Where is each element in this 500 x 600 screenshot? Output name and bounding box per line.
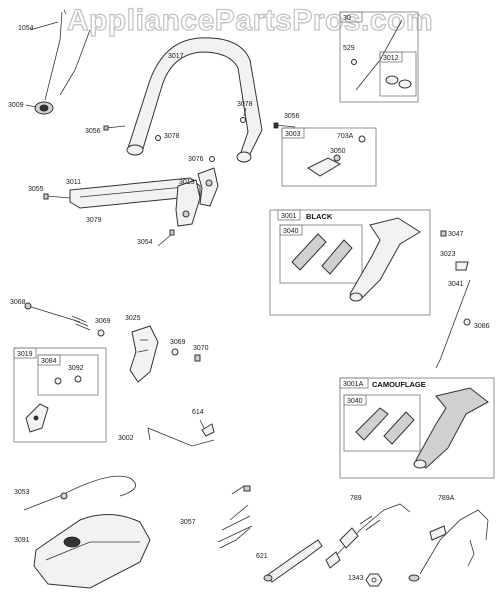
lower-handle-3011[interactable] bbox=[69, 167, 219, 227]
kit-name-camouflage: CAMOUFLAGE bbox=[372, 380, 426, 389]
part-label-3076[interactable]: 3076 bbox=[188, 156, 204, 163]
part-label-3070[interactable]: 3070 bbox=[193, 345, 209, 352]
part-label-3017[interactable]: 3017 bbox=[168, 53, 184, 60]
part-label-703A[interactable]: 703A bbox=[337, 133, 354, 140]
grips-3040-black[interactable] bbox=[291, 233, 353, 275]
part-label-3013[interactable]: 3013 bbox=[179, 179, 195, 186]
part-label-3011[interactable]: 3011 bbox=[66, 179, 81, 186]
wire-harness-789A[interactable] bbox=[408, 509, 489, 582]
part-label-3069-lower[interactable]: 3069 bbox=[170, 339, 186, 346]
cable-3053[interactable] bbox=[23, 475, 137, 511]
part-label-3003[interactable]: 3003 bbox=[285, 131, 301, 138]
part-label-3056-left[interactable]: 3056 bbox=[85, 128, 101, 135]
kit-box-3019 bbox=[13, 347, 107, 443]
part-label-3078-left[interactable]: 3078 bbox=[164, 133, 180, 140]
part-label-789A[interactable]: 789A bbox=[438, 495, 455, 502]
kit-box-3003 bbox=[281, 127, 377, 187]
spring-3057[interactable] bbox=[217, 485, 253, 549]
part-label-3019[interactable]: 3019 bbox=[17, 351, 33, 358]
wire-harness-789[interactable] bbox=[325, 503, 411, 569]
part-label-3053[interactable]: 3053 bbox=[14, 489, 30, 496]
part-label-1343[interactable]: 1343 bbox=[348, 575, 364, 582]
bracket-3025[interactable] bbox=[129, 325, 159, 383]
part-label-3047[interactable]: 3047 bbox=[448, 231, 464, 238]
part-label-3055[interactable]: 3055 bbox=[28, 186, 44, 193]
part-label-3091[interactable]: 3091 bbox=[14, 537, 30, 544]
grip-set-3012[interactable] bbox=[385, 75, 412, 89]
part-label-3056-right[interactable]: 3056 bbox=[284, 113, 300, 120]
rod-3041[interactable] bbox=[435, 279, 471, 369]
part-label-3092[interactable]: 3092 bbox=[68, 365, 84, 372]
part-label-3040-camouflage[interactable]: 3040 bbox=[347, 398, 363, 405]
part-label-30xx[interactable]: 30 bbox=[343, 15, 351, 22]
kit-box-3001-black bbox=[269, 209, 431, 316]
part-label-3050[interactable]: 3050 bbox=[330, 148, 346, 155]
part-label-3012[interactable]: 3012 bbox=[383, 55, 399, 62]
cam-lever-3019[interactable] bbox=[25, 403, 49, 433]
part-label-3086[interactable]: 3086 bbox=[474, 323, 490, 330]
upper-handle-3017[interactable] bbox=[126, 37, 263, 163]
part-label-3001A[interactable]: 3001A bbox=[343, 381, 364, 388]
kit-name-black: BLACK bbox=[306, 212, 333, 221]
part-label-3069-upper[interactable]: 3069 bbox=[95, 318, 111, 325]
nut-1343[interactable] bbox=[365, 573, 383, 587]
part-label-1054[interactable]: 1054 bbox=[18, 25, 34, 32]
switch-621[interactable] bbox=[263, 539, 323, 583]
part-label-3023[interactable]: 3023 bbox=[440, 251, 456, 258]
kit-box-3001A-camouflage bbox=[339, 377, 495, 479]
part-label-529[interactable]: 529 bbox=[343, 45, 355, 52]
rod-3002[interactable] bbox=[147, 427, 215, 447]
kit-box-30xx bbox=[339, 11, 419, 103]
part-label-3078-right[interactable]: 3078 bbox=[237, 101, 253, 108]
watermark-text: AppliancePartsPros.com bbox=[67, 4, 433, 37]
grips-3040-camouflage[interactable] bbox=[355, 407, 415, 445]
part-label-614[interactable]: 614 bbox=[192, 409, 204, 416]
part-label-3057[interactable]: 3057 bbox=[180, 519, 196, 526]
part-label-3009[interactable]: 3009 bbox=[8, 102, 24, 109]
bolt-3068[interactable] bbox=[24, 302, 91, 331]
part-label-3068[interactable]: 3068 bbox=[10, 299, 26, 306]
part-label-3001[interactable]: 3001 bbox=[281, 213, 297, 220]
fuel-tank-3091[interactable] bbox=[33, 514, 151, 589]
part-label-3041[interactable]: 3041 bbox=[448, 281, 464, 288]
part-label-789[interactable]: 789 bbox=[350, 495, 362, 502]
handle-3001A-camouflage[interactable] bbox=[413, 387, 489, 469]
part-label-3054[interactable]: 3054 bbox=[137, 239, 153, 246]
cable-assembly-3009[interactable] bbox=[34, 9, 91, 115]
part-label-3079[interactable]: 3079 bbox=[86, 217, 102, 224]
part-label-621[interactable]: 621 bbox=[256, 553, 268, 560]
part-label-3084[interactable]: 3084 bbox=[41, 358, 57, 365]
bail-assembly-3050[interactable] bbox=[307, 154, 342, 177]
part-label-3025[interactable]: 3025 bbox=[125, 315, 141, 322]
handle-3001-black[interactable] bbox=[349, 217, 421, 302]
part-label-3040-black[interactable]: 3040 bbox=[283, 228, 299, 235]
part-label-3002[interactable]: 3002 bbox=[118, 435, 134, 442]
